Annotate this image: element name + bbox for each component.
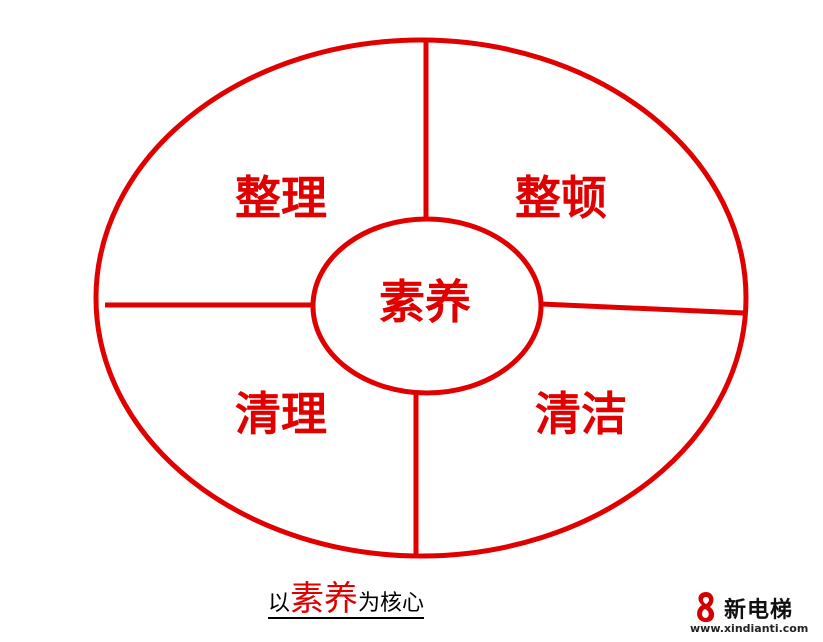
watermark-url: www.xindianti.com	[690, 622, 809, 635]
center-label: 素养	[379, 275, 471, 329]
center-ellipse	[310, 216, 544, 396]
segment-label-top-right: 整顿	[515, 171, 607, 225]
caption-emphasis: 素养	[290, 579, 359, 619]
caption-prefix: 以	[268, 591, 291, 616]
segment-label-bottom-left: 清理	[235, 387, 327, 441]
segment-label-bottom-right: 清洁	[535, 387, 627, 441]
outer-ellipse	[93, 37, 749, 559]
caption-suffix: 为核心	[358, 591, 425, 616]
watermark-name: 新电梯	[724, 598, 794, 623]
divider-right	[540, 301, 745, 316]
diagram-caption: 以素养为核心	[268, 579, 425, 619]
site-watermark: 新电梯 www.xindianti.com	[690, 588, 818, 640]
segment-label-top-left: 整理	[235, 171, 327, 225]
watermark-logo-icon	[697, 592, 715, 623]
